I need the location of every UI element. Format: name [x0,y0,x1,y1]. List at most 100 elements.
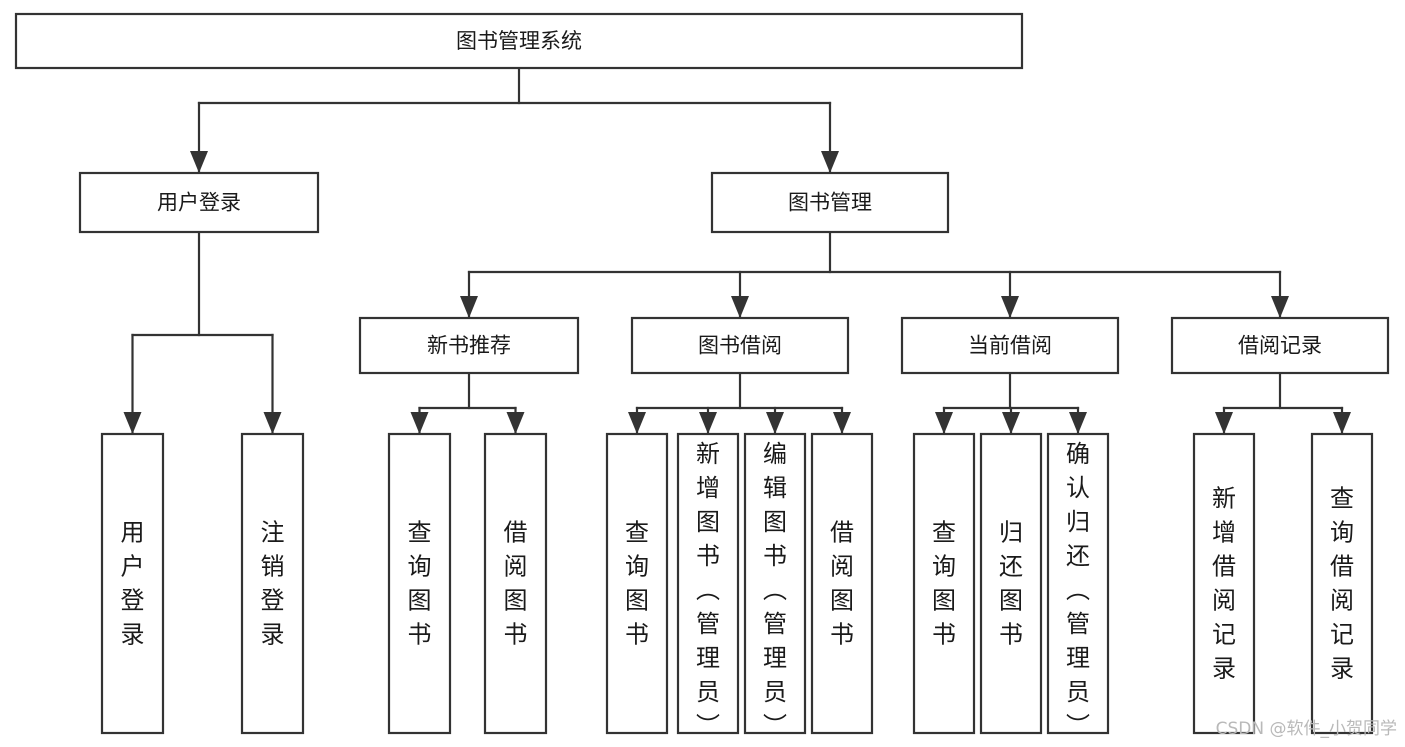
edge-group-root [190,66,839,175]
node-leaf-query-book-2[interactable]: 查询图书查询图书 [605,432,669,735]
node-leaf-query-book-3[interactable]: 查询图书查询图书 [912,432,976,735]
node-label-char: 辑 [763,474,787,502]
edge-group-book-manage [460,230,1289,320]
edge-group-new-book-rec [410,371,525,436]
node-label-char: ︶ [763,712,787,740]
node-label-char: 询 [408,553,432,581]
node-label-char: 查 [625,519,649,547]
node-label-char: 管 [696,610,720,638]
arrow-head-icon [935,412,953,434]
node-box-user-login [78,171,320,234]
node-label-char: ︵ [763,576,787,604]
node-label-char: 理 [696,644,720,672]
edge-group-current-borrow [935,371,1087,436]
node-root[interactable]: 图书管理系统 [14,12,1024,70]
node-box-leaf-confirm-return [1046,432,1110,735]
node-label-char: 阅 [504,553,528,581]
node-box-borrow-record [1170,316,1390,375]
node-label-char: 询 [625,553,649,581]
edge-group-user-login [123,230,282,436]
node-label-new-book-rec: 新书推荐 [427,334,511,358]
node-label-char: 还 [1066,542,1090,570]
node-leaf-logout[interactable]: 注销登录注销登录 [240,432,305,735]
node-label-char: 阅 [1330,587,1354,615]
node-label-char: 书 [504,621,528,649]
arrow-head-icon [1002,412,1020,434]
arrow-head-icon [628,412,646,434]
node-label-char: 确 [1066,440,1090,468]
node-label-char: 录 [1330,655,1354,683]
node-label-char: ︵ [696,576,720,604]
node-label-char: 认 [1066,474,1090,502]
node-box-book-borrow [630,316,850,375]
node-label-char: 增 [1212,519,1236,547]
node-box-current-borrow [900,316,1120,375]
arrow-head-icon [1271,296,1289,318]
node-leaf-user-login[interactable]: 用户登录用户登录 [100,432,165,735]
edge-group-borrow-record [1215,371,1351,436]
node-box-leaf-borrow-book-2 [810,432,874,735]
node-label-char: 管 [763,610,787,638]
node-label-char: 归 [999,519,1023,547]
node-leaf-query-book-1[interactable]: 查询图书查询图书 [387,432,452,735]
node-label-book-borrow: 图书借阅 [698,334,782,358]
node-label-char: 图 [932,587,956,615]
node-label-char: 询 [932,553,956,581]
node-label-char: 询 [1330,519,1354,547]
node-label-char: 借 [1212,553,1236,581]
node-box-leaf-user-login [100,432,165,735]
node-label-char: 记 [1330,621,1354,649]
node-label-char: 查 [932,519,956,547]
node-label-char: 图 [408,587,432,615]
node-label-char: 管 [1066,610,1090,638]
node-label-char: 图 [830,587,854,615]
node-label-root: 图书管理系统 [456,29,582,53]
node-box-leaf-add-book [676,432,740,735]
node-label-char: 户 [121,553,145,581]
node-leaf-return-book[interactable]: 归还图书归还图书 [979,432,1043,735]
node-borrow-record[interactable]: 借阅记录 [1170,316,1390,375]
node-book-manage[interactable]: 图书管理 [710,171,950,234]
arrow-head-icon [190,151,208,173]
node-label-char: 图 [696,508,720,536]
edge-group-book-borrow [628,371,851,436]
node-label-char: ︵ [1066,576,1090,604]
node-label-user-login: 用户登录 [157,191,241,215]
node-box-leaf-logout [240,432,305,735]
node-label-current-borrow: 当前借阅 [968,334,1052,358]
connector-layer [123,66,1351,436]
arrow-head-icon [460,296,478,318]
node-leaf-add-record[interactable]: 新增借阅记录新增借阅记录 [1192,432,1256,735]
node-label-char: 还 [999,553,1023,581]
node-leaf-borrow-book-1[interactable]: 借阅图书借阅图书 [483,432,548,735]
node-label-char: 查 [1330,485,1354,513]
node-label-char: 阅 [830,553,854,581]
node-label-char: 书 [408,621,432,649]
node-label-char: 录 [1212,655,1236,683]
node-leaf-query-record[interactable]: 查询借阅记录查询借阅记录 [1310,432,1374,735]
node-box-leaf-return-book [979,432,1043,735]
node-user-login[interactable]: 用户登录 [78,171,320,234]
node-label-char: 书 [999,621,1023,649]
node-label-char: ︶ [1066,712,1090,740]
node-label-char: 新 [696,440,720,468]
node-label-char: 员 [696,678,720,706]
node-label-char: 图 [763,508,787,536]
node-label-char: 书 [696,542,720,570]
node-label-char: 登 [121,587,145,615]
arrow-head-icon [821,151,839,173]
node-label-char: 理 [1066,644,1090,672]
node-box-leaf-add-record [1192,432,1256,735]
node-book-borrow[interactable]: 图书借阅 [630,316,850,375]
node-label-char: 注 [261,519,285,547]
node-new-book-rec[interactable]: 新书推荐 [358,316,580,375]
arrow-head-icon [766,412,784,434]
arrow-head-icon [410,412,429,434]
node-current-borrow[interactable]: 当前借阅 [900,316,1120,375]
node-leaf-borrow-book-2[interactable]: 借阅图书借阅图书 [810,432,874,735]
node-label-char: 理 [763,644,787,672]
